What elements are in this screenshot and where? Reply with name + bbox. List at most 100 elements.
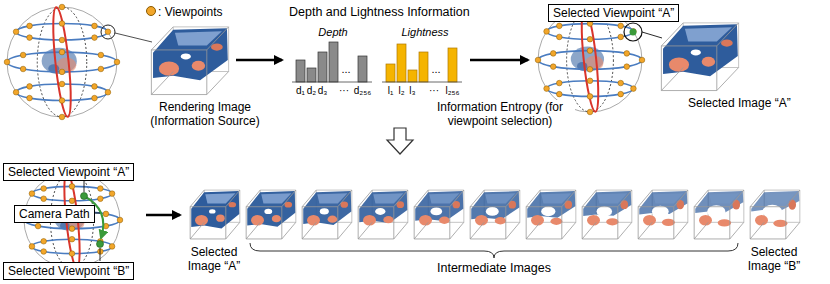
viewpoint-dot [27,84,33,90]
box-text: Selected Viewpoint “A” [553,6,674,20]
volume-rendering [246,190,296,239]
viewpoint-dot [639,57,645,63]
bin-label: ··· [339,84,349,98]
box-edge [151,72,173,95]
volume-rendering [470,190,520,239]
box-edge [562,222,576,239]
bin-label: d₃ [318,84,328,98]
viewpoint-dot [624,64,630,70]
viewpoint-dot [59,98,65,104]
surface-salmon [662,219,675,226]
volume-rendering [661,23,738,91]
volume-rendering [190,190,240,239]
box-front [414,207,450,239]
bin-label: l₃ [409,84,415,98]
surface-hole [541,207,555,217]
viewpoint-dot [105,29,111,35]
box-edge [661,68,683,91]
box-edge [470,190,484,207]
box-front [526,207,562,239]
box-front [694,207,730,239]
selection-ring [101,25,115,39]
surface-blue [471,191,519,219]
viewpoint-dot [59,69,65,75]
box-edge [717,23,739,46]
box-edge [282,190,296,207]
viewpoint-dot [69,251,75,257]
surface-salmon [587,215,600,225]
image-caption: Selected Image “A” [688,96,791,110]
hollow-arrow [387,128,413,154]
surface-light [685,27,732,41]
viewpoint-dot [98,66,104,72]
leader-line [84,180,85,192]
viewpoint-dot [69,236,75,242]
volume-rendering [750,190,800,239]
box-front [750,207,786,239]
box-edge [358,222,372,239]
box-edge [618,190,632,207]
surface-light [205,193,235,203]
surface-salmon [216,215,225,222]
viewpoint-dot [92,95,98,101]
viewpoint-dot [544,29,550,35]
box-edge [506,190,520,207]
viewpoint-dot [114,59,120,65]
surface-salmon [718,219,732,226]
viewpoint-dot [587,36,593,42]
viewpoint-dot [618,80,624,86]
box-edge [190,222,204,239]
viewpoint-dot [92,35,98,41]
surface-hole [264,209,272,214]
box-edge [246,222,260,239]
bin-label: ··· [429,84,439,98]
viewpoint-dot [618,91,624,97]
box-edge [282,222,296,239]
viewpoint-dot [587,48,593,54]
viewpoint-dot [59,114,65,120]
viewpoint-dot [41,249,47,255]
surface-hole [375,208,385,215]
viewpoint-dot [92,84,98,90]
viewpoint-dot [59,37,65,43]
volume-rendering [638,190,688,239]
surface-salmon [773,220,787,227]
surface-salmon [229,202,237,207]
viewpoint-dot [109,191,115,197]
box-edge [562,190,576,207]
flow-arrow [236,59,282,62]
box-edge [450,190,464,207]
viewpoint-dot [41,196,47,202]
axis-line [292,82,372,83]
surface-salmon [475,215,488,225]
depth-bar [358,56,367,82]
histograms [292,42,462,82]
box-edge [786,222,800,239]
surface-salmon [307,215,320,225]
surface-salmon [606,218,618,225]
bin-label: l₂ [398,84,404,98]
box-edge [394,222,408,239]
histogram-title: Depth [318,25,347,39]
box-edge [674,190,688,207]
surface-salmon [251,215,264,225]
box-front [151,50,206,95]
viewpoint-dot [27,35,33,41]
box-front [302,207,338,239]
viewpoint-dot [27,95,33,101]
viewpoint-dot [41,186,47,192]
surface-salmon [677,200,685,209]
surface-salmon [643,215,656,225]
viewpoint-dot [13,89,19,95]
box-edge [694,222,708,239]
box-edge [674,222,688,239]
box-edge [526,190,540,207]
axis-line [382,82,462,83]
surface-hole [430,207,442,215]
volume-rendering [302,190,352,239]
viewpoint-dot [35,223,41,229]
image-caption: Rendering Image (Information Source) [140,100,270,128]
surface-salmon [328,216,338,223]
